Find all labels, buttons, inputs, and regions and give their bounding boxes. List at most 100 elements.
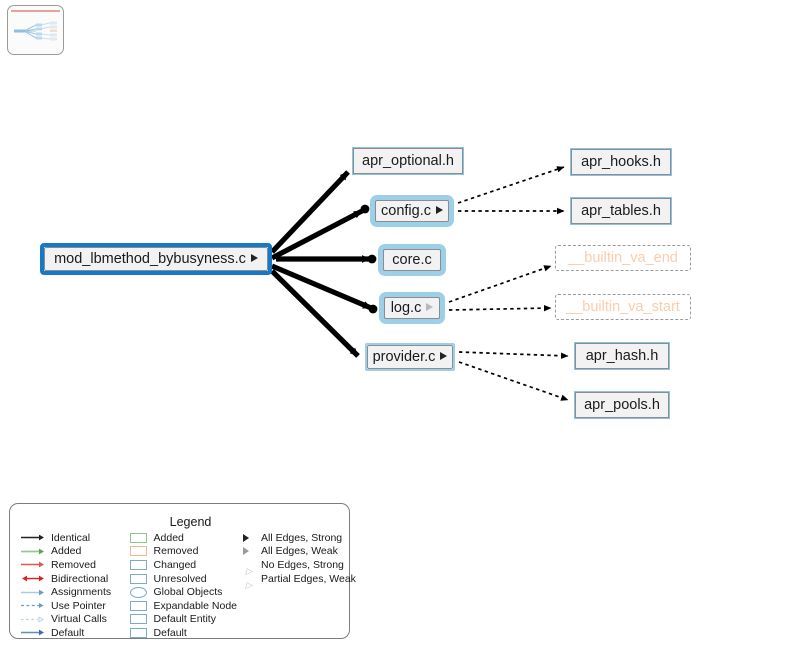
node-label: log.c <box>390 300 422 316</box>
expander-triangle-icon[interactable] <box>250 254 258 262</box>
line-red-solid-icon <box>21 559 45 570</box>
graph-overview-thumbnail[interactable] <box>7 5 64 55</box>
legend-item: All Edges, Weak <box>237 545 349 559</box>
legend-item: Assignments <box>21 585 130 599</box>
legend-label: Partial Edges, Weak <box>261 572 356 585</box>
legend-label: Unresolved <box>153 572 207 585</box>
legend-label: Added <box>153 531 184 544</box>
legend-item: Default <box>21 626 130 640</box>
legend-label: Assignments <box>51 586 112 599</box>
legend-item: Unresolved <box>129 572 237 586</box>
expander-triangle-icon[interactable] <box>436 206 443 214</box>
node-label: apr_hash.h <box>585 348 659 364</box>
swatch-default-icon <box>129 627 147 638</box>
legend-panel: Legend Identical Added Removed <box>9 503 356 640</box>
legend-label: Bidirectional <box>51 572 109 585</box>
legend-label: Removed <box>51 558 96 571</box>
legend-item: All Edges, Strong <box>237 531 349 545</box>
legend-label: All Edges, Weak <box>261 545 338 558</box>
line-blue-dashed-icon <box>21 600 45 611</box>
node-label: mod_lbmethod_bybusyness.c <box>54 251 246 267</box>
edge-root-provider <box>270 269 360 358</box>
legend-label: Default <box>51 626 85 639</box>
legend-item: Added <box>21 545 130 559</box>
legend-label: Identical <box>51 531 91 544</box>
line-lightblue-dotted-icon <box>21 614 45 625</box>
legend-item: Virtual Calls <box>21 613 130 627</box>
legend-label: All Edges, Strong <box>261 531 343 544</box>
line-blue-solid-icon <box>21 627 45 638</box>
edge-log-builtin_va_start <box>448 304 552 312</box>
node-label: apr_tables.h <box>581 203 661 219</box>
line-black-solid-icon <box>21 532 45 543</box>
line-lightblue-solid-icon <box>21 587 45 598</box>
node-log-c[interactable]: log.c <box>379 292 445 324</box>
legend-item: Global Objects <box>129 585 237 599</box>
edge-config-apr_hooks <box>457 166 565 204</box>
line-green-solid-icon <box>21 546 45 557</box>
node-apr_tables-h[interactable]: apr_tables.h <box>570 192 677 225</box>
node-label: __builtin_va_end <box>568 250 678 266</box>
legend-label: No Edges, Strong <box>261 558 344 571</box>
legend-item: Added <box>129 531 237 545</box>
legend-item: Bidirectional <box>21 572 130 586</box>
swatch-removed-icon <box>129 546 147 557</box>
expander-triangle-icon[interactable] <box>426 303 434 311</box>
legend-column-node-styles: Added Removed Changed Unresolved Global … <box>129 531 237 640</box>
node-builtin_va_start[interactable]: __builtin_va_start <box>555 291 694 320</box>
node-label: core.c <box>392 252 432 268</box>
legend-label: Added <box>51 545 82 558</box>
legend-label: Global Objects <box>153 586 223 599</box>
edge-root-apr_optional <box>270 170 350 254</box>
swatch-unresolved-icon <box>129 573 147 584</box>
legend-item: Default <box>129 626 237 640</box>
node-core-c[interactable]: core.c <box>378 244 446 276</box>
node-mod_lbmethod_bybusyness-c[interactable]: mod_lbmethod_bybusyness.c <box>40 243 272 275</box>
node-builtin_va_end[interactable]: __builtin_va_end <box>555 242 694 271</box>
node-label: apr_pools.h <box>584 397 660 413</box>
swatch-expandable-node-icon <box>129 600 147 611</box>
swatch-added-icon <box>129 532 147 543</box>
legend-item: Use Pointer <box>21 599 130 613</box>
edge-log-builtin_va_end <box>448 265 552 303</box>
legend-item: Default Entity <box>129 613 237 627</box>
legend-label: Use Pointer <box>51 599 106 612</box>
expander-triangle-icon[interactable] <box>440 352 448 360</box>
node-config-c[interactable]: config.c <box>370 195 454 227</box>
node-label: apr_hooks.h <box>581 154 661 170</box>
node-label: apr_optional.h <box>362 153 454 169</box>
legend-label: Removed <box>153 545 199 558</box>
triangle-filled-gray-icon <box>237 547 254 556</box>
node-provider-c[interactable]: provider.c <box>365 343 455 371</box>
node-label: __builtin_va_start <box>566 299 680 315</box>
node-apr_hash-h[interactable]: apr_hash.h <box>574 337 675 370</box>
legend-item: Changed <box>129 558 237 572</box>
triangle-filled-dark-icon <box>237 533 254 542</box>
node-label: config.c <box>381 203 431 219</box>
swatch-default-entity-icon <box>129 614 147 625</box>
legend-item: Removed <box>129 545 237 559</box>
legend-item: Identical <box>21 531 130 545</box>
legend-label: Default Entity <box>153 613 216 626</box>
legend-column-edge-styles: Identical Added Removed Bidirectional <box>10 531 130 640</box>
node-apr_pools-h[interactable]: apr_pools.h <box>574 386 675 419</box>
edge-root-log <box>270 263 373 311</box>
minimap-scrollbar <box>11 10 60 12</box>
node-label: provider.c <box>372 349 436 365</box>
edge-root-config <box>270 208 364 261</box>
legend-item: Removed <box>21 558 130 572</box>
legend-item: Partial Edges, Weak <box>237 572 356 586</box>
legend-label: Expandable Node <box>153 599 237 612</box>
node-apr_optional-h[interactable]: apr_optional.h <box>352 142 469 175</box>
line-red-bidirectional-icon <box>21 573 45 584</box>
edge-provider-apr_pools <box>458 361 569 401</box>
legend-title: Legend <box>169 515 212 529</box>
legend-label: Virtual Calls <box>51 613 107 626</box>
minimap-preview <box>14 21 57 41</box>
swatch-global-objects-icon <box>129 586 147 598</box>
legend-label: Default <box>153 626 187 639</box>
node-apr_hooks-h[interactable]: apr_hooks.h <box>570 143 677 176</box>
legend-label: Changed <box>153 558 197 571</box>
